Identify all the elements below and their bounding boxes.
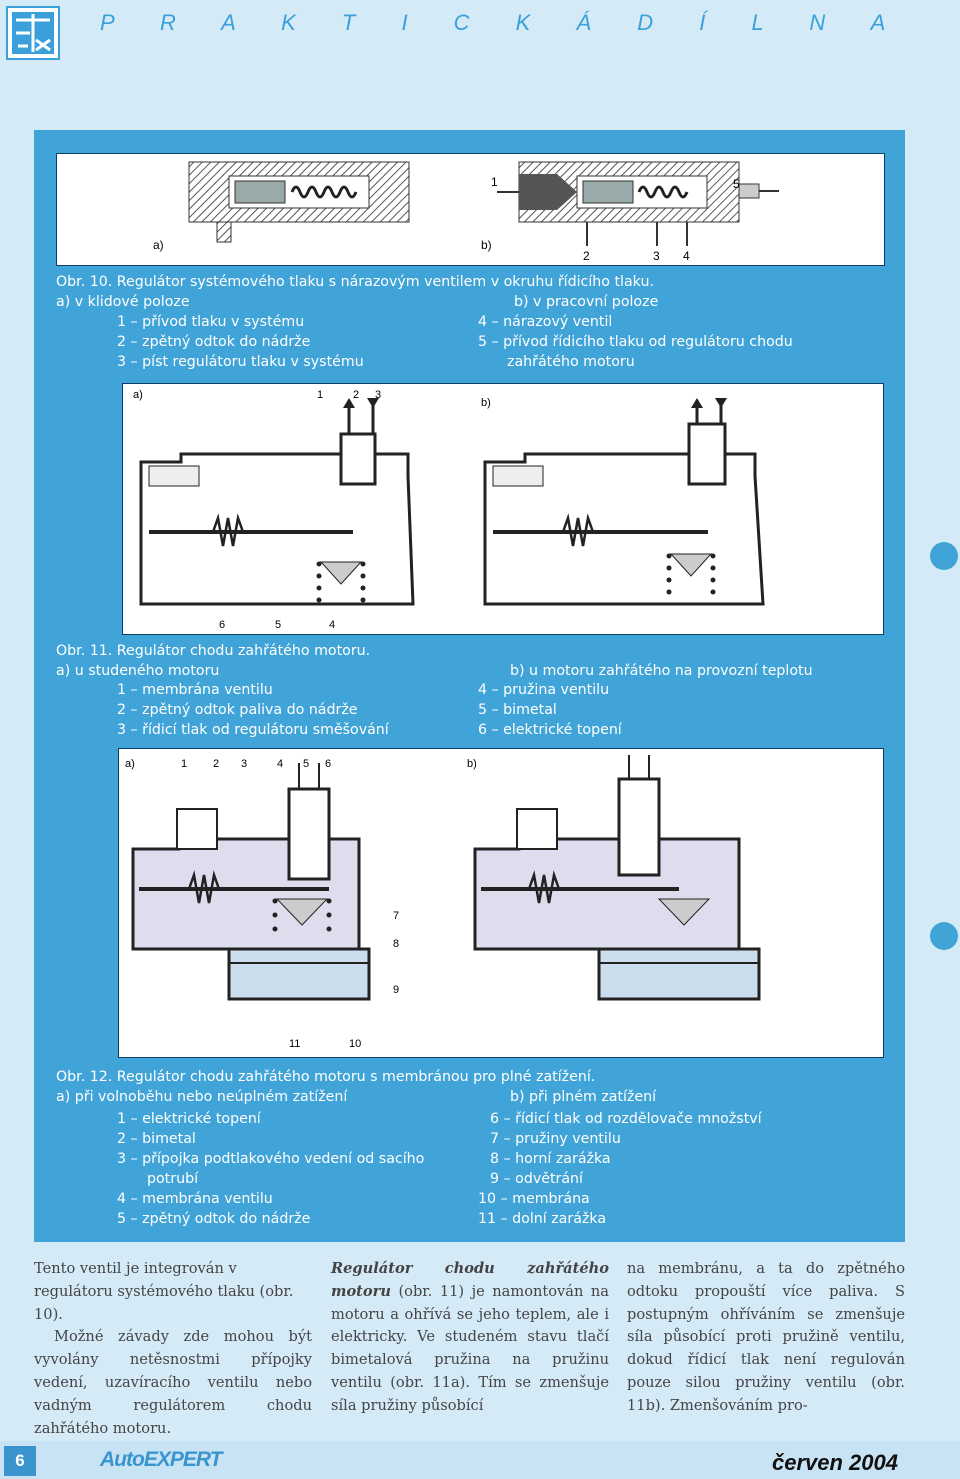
figure-11-diagram: a) 1 2 3 6 5 4 b) bbox=[122, 383, 884, 635]
fig12-label-a: a) bbox=[125, 758, 135, 770]
footer-bar bbox=[0, 1441, 960, 1479]
fig11-item-6: 6 – elektrické topení bbox=[478, 722, 622, 738]
fig11-item-5: 5 – bimetal bbox=[478, 702, 557, 718]
fig12-callout-10: 10 bbox=[349, 1038, 361, 1050]
fig10-item-1: 1 – přívod tlaku v systému bbox=[117, 314, 305, 330]
issue-date: červen 2004 bbox=[772, 1450, 898, 1475]
article-paragraph: (obr. 11) je namontován na motoru a ohří… bbox=[331, 1282, 609, 1414]
fig11-callout-5: 5 bbox=[275, 619, 281, 631]
fig12-caption-a: a) při volnoběhu nebo neúplném zatížení bbox=[56, 1089, 348, 1105]
fig10-label-b: b) bbox=[481, 238, 492, 252]
fig10-callout-4: 4 bbox=[683, 249, 690, 263]
fig10-item-5-cont: zahřátého motoru bbox=[507, 354, 635, 370]
fig10-item-3: 3 – píst regulátoru tlaku v systému bbox=[117, 354, 364, 370]
fig12-item-6: 6 – řídicí tlak od rozdělovače množství bbox=[490, 1111, 762, 1127]
figure-10-diagram: a) b) 1 2 3 4 5 bbox=[56, 153, 885, 266]
fig11-callout-6: 6 bbox=[219, 619, 225, 631]
fig10-callout-2: 2 bbox=[583, 249, 590, 263]
fig12-item-11: 11 – dolní zarážka bbox=[478, 1211, 607, 1227]
fig12-callout-6: 6 bbox=[325, 758, 331, 770]
fig12-callout-2: 2 bbox=[213, 758, 219, 770]
fig11-item-4: 4 – pružina ventilu bbox=[478, 682, 610, 698]
article-column-1: Tento ventil je integrován v regulátoru … bbox=[34, 1258, 312, 1440]
fig12-item-4: 4 – membrána ventilu bbox=[117, 1191, 273, 1207]
fig10-caption-title: Obr. 10. Regulátor systémového tlaku s n… bbox=[56, 274, 654, 290]
section-title: P R A K T I C K Á D Í L N A bbox=[100, 10, 906, 35]
fig10-item-4: 4 – nárazový ventil bbox=[478, 314, 613, 330]
article-column-3: na membránu, a ta do zpětného odtoku pro… bbox=[627, 1258, 905, 1418]
fig12-callout-4: 4 bbox=[277, 758, 283, 770]
fig11-item-3: 3 – řídicí tlak od regulátoru směšování bbox=[117, 722, 389, 738]
article-column-2: Regulátor chodu zahřátého motoru (obr. 1… bbox=[331, 1258, 609, 1418]
fig12-item-1: 1 – elektrické topení bbox=[117, 1111, 261, 1127]
fig12-callout-11: 11 bbox=[289, 1038, 300, 1050]
fig11-callout-4: 4 bbox=[329, 619, 335, 631]
fig10-caption-a: a) v klidové poloze bbox=[56, 294, 190, 310]
fig11-caption-title: Obr. 11. Regulátor chodu zahřátého motor… bbox=[56, 643, 371, 659]
fig11-caption-a: a) u studeného motoru bbox=[56, 663, 220, 679]
fig12-callout-3: 3 bbox=[241, 758, 247, 770]
fig11-label-b: b) bbox=[481, 397, 491, 409]
article-subheading: Regulátor chodu zahřátého motoru bbox=[331, 1260, 609, 1300]
article-paragraph: na membránu, a ta do zpětného odtoku pro… bbox=[627, 1260, 905, 1414]
fig12-item-7: 7 – pružiny ventilu bbox=[490, 1131, 621, 1147]
fig10-callout-1: 1 bbox=[491, 175, 498, 189]
fig10-item-2: 2 – zpětný odtok do nádrže bbox=[117, 334, 311, 350]
figure-12-diagram: a) 1 2 3 4 5 6 7 8 9 11 10 b) bbox=[118, 748, 884, 1058]
fig11-callout-2: 2 bbox=[353, 389, 359, 401]
fig11-callout-1: 1 bbox=[317, 389, 323, 401]
figure-panel: a) b) 1 2 3 4 5 Obr. 10. Regulátor systé… bbox=[34, 130, 905, 1242]
fig10-label-a: a) bbox=[153, 238, 164, 252]
fig12-item-9: 9 – odvětrání bbox=[490, 1171, 583, 1187]
fig12-item-8: 8 – horní zarážka bbox=[490, 1151, 611, 1167]
fig10-callout-3: 3 bbox=[653, 249, 660, 263]
fig12-item-10: 10 – membrána bbox=[478, 1191, 590, 1207]
article-paragraph: Možné závady zde mohou být vyvolány netě… bbox=[34, 1328, 312, 1437]
fig12-caption-b: b) při plném zatížení bbox=[510, 1089, 657, 1105]
fig10-item-5: 5 – přívod řídicího tlaku od regulátoru … bbox=[478, 334, 793, 350]
fig12-callout-5: 5 bbox=[303, 758, 309, 770]
fig12-item-3-cont: potrubí bbox=[147, 1171, 199, 1187]
fig11-item-2: 2 – zpětný odtok paliva do nádrže bbox=[117, 702, 358, 718]
fig12-callout-7: 7 bbox=[393, 910, 399, 922]
magazine-logo bbox=[6, 6, 60, 60]
fig12-caption-title: Obr. 12. Regulátor chodu zahřátého motor… bbox=[56, 1069, 596, 1085]
fig12-callout-1: 1 bbox=[181, 758, 187, 770]
fig12-callout-9: 9 bbox=[393, 984, 399, 996]
page-number: 6 bbox=[4, 1446, 36, 1476]
fig12-callout-8: 8 bbox=[393, 938, 399, 950]
decorative-dot bbox=[930, 922, 958, 950]
article-paragraph: Tento ventil je integrován v regulátoru … bbox=[34, 1260, 294, 1323]
fig12-label-b: b) bbox=[467, 758, 477, 770]
brand-logo: AutoEXPERT bbox=[100, 1448, 222, 1471]
fig10-caption-b: b) v pracovní poloze bbox=[514, 294, 659, 310]
fig11-caption-b: b) u motoru zahřátého na provozní teplot… bbox=[510, 663, 813, 679]
fig10-callout-5: 5 bbox=[733, 177, 740, 191]
fig12-item-5: 5 – zpětný odtok do nádrže bbox=[117, 1211, 311, 1227]
fig11-callout-3: 3 bbox=[375, 389, 381, 401]
fig11-label-a: a) bbox=[133, 389, 143, 401]
fig12-item-3: 3 – přípojka podtlakového vedení od sací… bbox=[117, 1151, 425, 1167]
fig12-item-2: 2 – bimetal bbox=[117, 1131, 196, 1147]
fig11-item-1: 1 – membrána ventilu bbox=[117, 682, 273, 698]
decorative-dot bbox=[930, 542, 958, 570]
